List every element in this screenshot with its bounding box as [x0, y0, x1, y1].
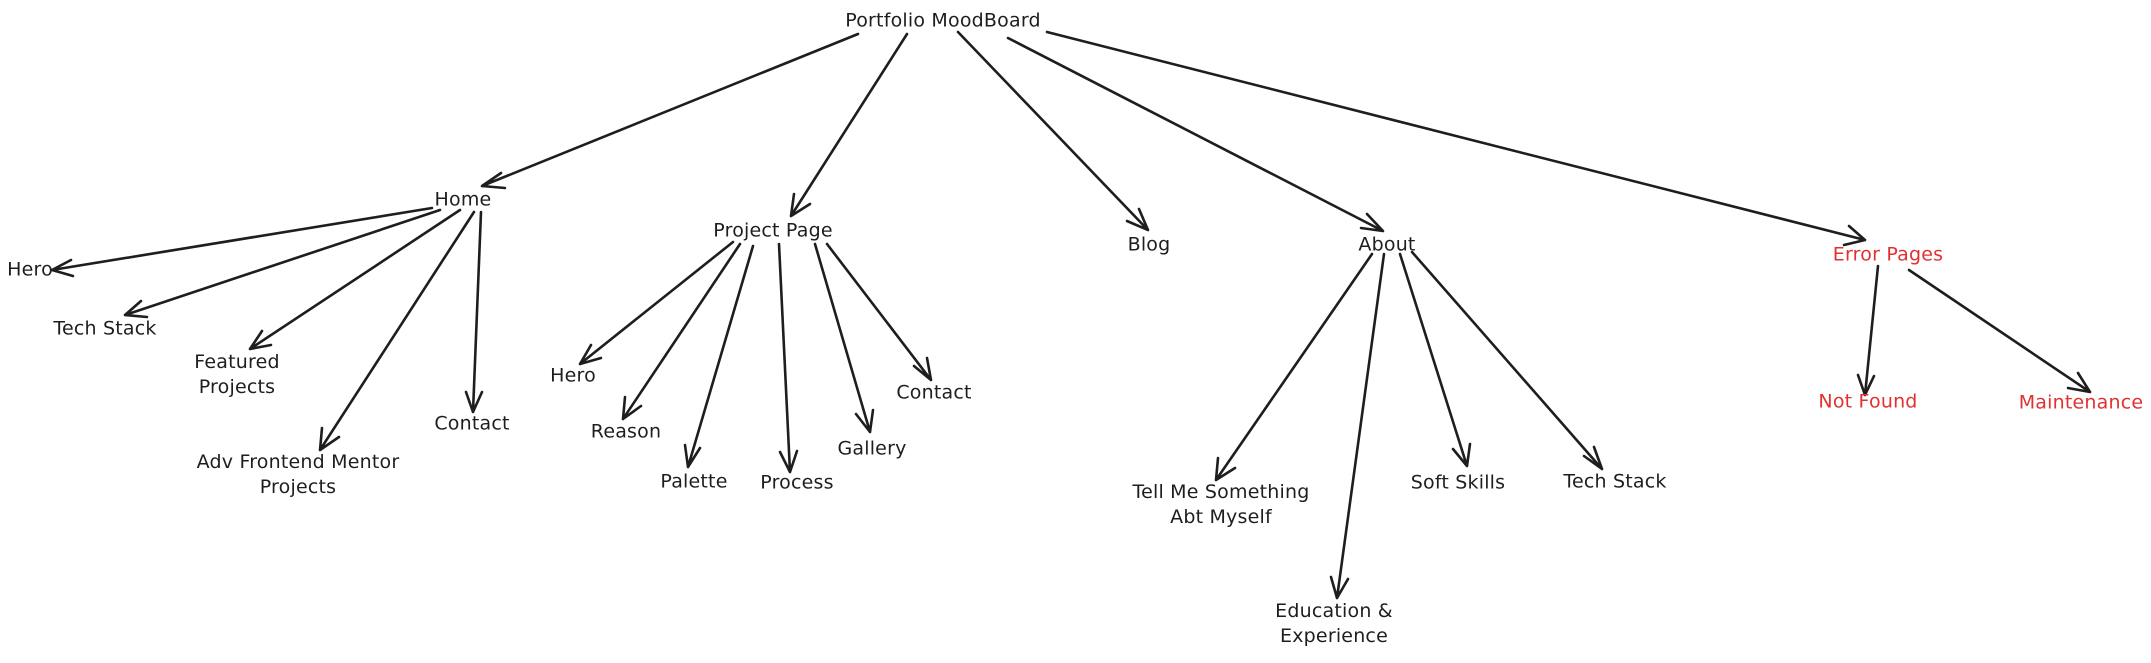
edge-root-about [1006, 36, 1385, 233]
edge-error-maintenance [1907, 268, 2092, 394]
node-about-tell-me-line2: Abt Myself [1170, 506, 1272, 528]
edge-project-process [777, 242, 799, 474]
node-about-tell-me-something: Tell Me Something Abt Myself [1133, 480, 1310, 530]
node-project-page: Project Page [713, 219, 833, 242]
node-project-palette: Palette [660, 470, 728, 493]
node-home-featured-projects-line1: Featured [194, 351, 280, 373]
node-home-hero: Hero [7, 258, 53, 281]
node-blog: Blog [1127, 233, 1171, 256]
node-about-soft-skills: Soft Skills [1410, 471, 1506, 494]
edge-project-contact [825, 242, 933, 382]
node-error-maintenance: Maintenance [2018, 391, 2144, 414]
node-error-not-found: Not Found [1818, 390, 1918, 413]
node-home-adv-frontend-line1: Adv Frontend Mentor [196, 451, 400, 473]
edge-root-project-page [789, 32, 909, 218]
node-about-education-line1: Education & [1275, 600, 1393, 622]
edge-home-featured-projects [248, 208, 462, 351]
edge-about-tech-stack [1410, 250, 1604, 471]
edge-home-contact [464, 210, 484, 414]
node-about-education-experience: Education & Experience [1275, 599, 1393, 649]
node-project-hero: Hero [550, 364, 596, 387]
node-home-contact: Contact [434, 412, 510, 435]
edge-root-error-pages [1045, 30, 1867, 247]
node-project-contact: Contact [896, 381, 972, 404]
node-home-featured-projects: Featured Projects [194, 350, 279, 400]
edge-about-soft-skills [1398, 252, 1472, 468]
edge-home-adv-frontend [318, 210, 476, 452]
node-home-featured-projects-line2: Projects [198, 376, 276, 398]
node-project-reason: Reason [590, 420, 662, 443]
edge-about-education [1329, 252, 1386, 600]
edge-home-hero [50, 206, 434, 278]
node-about-tech-stack: Tech Stack [1563, 470, 1667, 493]
edge-about-tell-me [1214, 252, 1374, 482]
node-home-adv-frontend-line2: Projects [259, 476, 337, 498]
node-home: Home [434, 188, 492, 211]
node-about-education-line2: Experience [1280, 625, 1388, 647]
edge-project-gallery [813, 242, 875, 434]
edge-project-hero [578, 240, 735, 366]
edge-root-home [480, 32, 860, 190]
node-home-tech-stack: Tech Stack [53, 317, 157, 340]
node-portfolio-moodboard: Portfolio MoodBoard [845, 9, 1041, 32]
node-home-adv-frontend-projects: Adv Frontend Mentor Projects [197, 450, 400, 500]
edge-root-blog [956, 30, 1150, 232]
node-error-pages: Error Pages [1832, 243, 1944, 266]
node-about-tell-me-line1: Tell Me Something [1132, 481, 1310, 503]
edge-error-not-found [1856, 264, 1880, 397]
node-project-gallery: Gallery [837, 437, 907, 460]
node-about: About [1358, 233, 1416, 256]
edge-project-palette [683, 244, 755, 469]
edge-project-reason [621, 242, 742, 421]
edge-home-tech-stack [123, 208, 442, 319]
node-project-process: Process [760, 471, 834, 494]
